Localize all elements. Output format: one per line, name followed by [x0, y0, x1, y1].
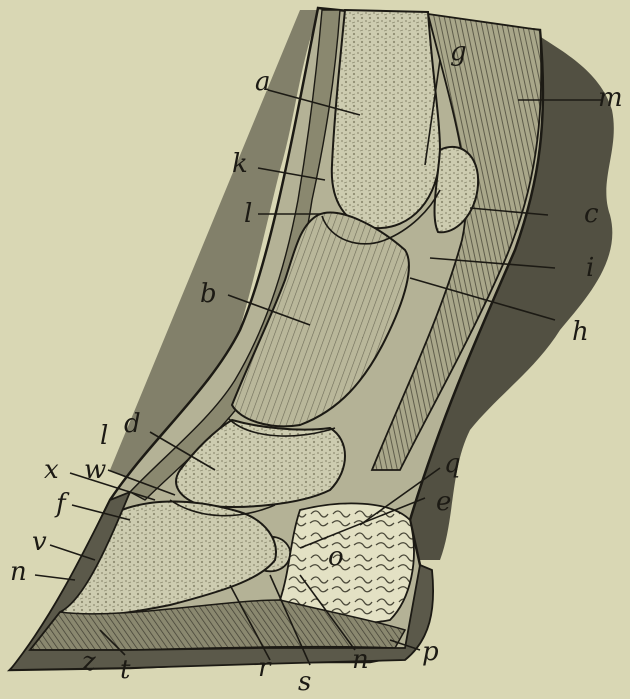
label-l-lower: l: [100, 421, 108, 451]
label-n-left: n: [10, 557, 27, 587]
label-m: m: [598, 83, 623, 113]
label-z: z: [81, 647, 96, 677]
label-b: b: [200, 279, 217, 309]
label-t: t: [120, 655, 131, 685]
label-i: i: [586, 253, 594, 283]
label-n-bottom: n: [352, 645, 369, 675]
label-q-upper: q: [444, 449, 461, 479]
label-v: v: [32, 527, 47, 557]
label-h: h: [572, 317, 589, 347]
cannon-bone: [332, 10, 440, 228]
label-f: f: [54, 489, 70, 519]
label-l-upper: l: [244, 199, 252, 229]
label-w: w: [84, 455, 106, 485]
label-a: a: [255, 67, 271, 97]
label-k: k: [232, 149, 248, 179]
label-g: g: [450, 37, 467, 67]
label-o: o: [328, 542, 344, 572]
label-r: r: [258, 653, 272, 683]
label-x: x: [44, 455, 59, 485]
label-p: p: [422, 637, 439, 667]
label-c: c: [584, 199, 599, 229]
label-d: d: [124, 409, 141, 439]
label-e: e: [436, 487, 451, 517]
label-s: s: [298, 667, 311, 697]
